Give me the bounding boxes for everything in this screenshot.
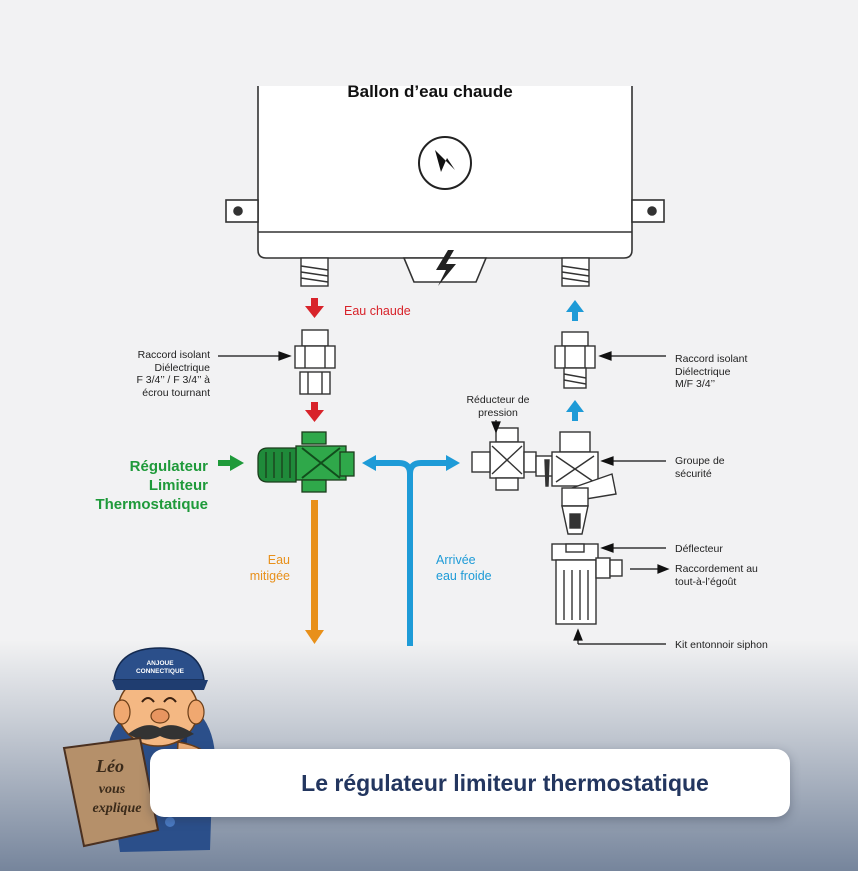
sewer-connection-label: Raccordement au tout-à-l’égoût	[675, 563, 758, 588]
mixed-water-label: Eau mitigée	[249, 553, 290, 583]
thermostatic-mixing-valve	[257, 431, 355, 493]
tank-title: Ballon d’eau chaude	[347, 82, 513, 101]
cap-logo: ANJOUE CONNECTIQUE	[135, 660, 185, 675]
cold-water-arrowheads-icon	[362, 455, 460, 471]
mixed-water-pipe	[305, 500, 324, 644]
hot-water-label: Eau chaude	[344, 304, 411, 318]
title-banner: Le régulateur limiteur thermostatique	[150, 749, 790, 817]
funnel-kit-label: Kit entonnoir siphon	[675, 639, 768, 651]
banner-title: Le régulateur limiteur thermostatique	[301, 769, 709, 796]
lightning-icon	[436, 250, 456, 286]
thermostat-dial-icon	[418, 136, 472, 190]
dielectric-union-right	[554, 331, 596, 389]
funnel-siphon-kit	[551, 543, 623, 625]
raccord-right-label: Raccord isolant Diélectrique M/F 3/4’’	[675, 353, 748, 390]
pressure-reducer	[471, 427, 537, 491]
cold-water-label: Arrivée eau froide	[436, 553, 492, 583]
pressure-reducer-label: Réducteur de pression	[466, 394, 530, 419]
dielectric-union-left	[294, 329, 336, 395]
deflector-label: Déflecteur	[675, 543, 723, 555]
safety-group	[535, 431, 617, 535]
safety-group-label: Groupe de sécurité	[675, 455, 725, 480]
regulator-label: Régulateur Limiteur Thermostatique	[95, 458, 208, 513]
tank-outlet-pipes	[300, 257, 590, 287]
raccord-left-label: Raccord isolant Diélectrique F 3/4’’ / F…	[136, 349, 210, 399]
regulator-pointer-arrow-icon	[218, 455, 244, 471]
callout-pointers	[218, 351, 670, 645]
cold-water-pipe	[372, 460, 450, 646]
hot-water-arrow-icon	[305, 298, 324, 422]
sign-line2: vous	[98, 782, 126, 797]
leo-sign	[62, 736, 160, 848]
sign-name: Léo	[96, 756, 124, 776]
sign-line3: explique	[92, 801, 142, 816]
cold-water-up-arrow-icon	[566, 300, 584, 421]
